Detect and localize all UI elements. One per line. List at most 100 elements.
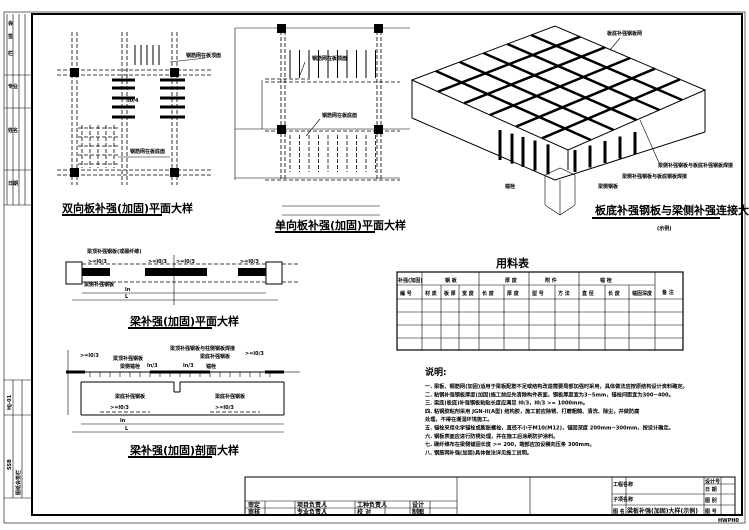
strip-ref: HJ-01 xyxy=(7,394,13,410)
note-item: 处理，不得在潮湿环境施工。 xyxy=(424,415,492,423)
note-item: 六. 钢板表面应进行防锈处理，并在施工后涂刷防护涂料。 xyxy=(425,432,558,440)
dim-label: ln/3 xyxy=(147,363,158,369)
table-subheader: 长 度 xyxy=(608,290,621,297)
sign-label: 审定 xyxy=(248,501,260,509)
table-header: 厚 度 xyxy=(505,277,518,284)
dim-label: >=l0/3 xyxy=(176,259,195,265)
drawing-title: 板底补强钢板与梁侧补强连接大样 xyxy=(595,203,749,217)
strip-bottom-label: 图纸会签栏 xyxy=(15,470,22,495)
sign-label: 设计 xyxy=(412,501,424,509)
table-subheader: 厚 度 xyxy=(507,290,520,297)
sign-label: 审核 xyxy=(248,508,260,516)
table-subheader: 锚固深度 xyxy=(632,290,653,297)
drawing-label: 图 名 xyxy=(613,508,625,515)
table-subheader: 材 质 xyxy=(425,290,437,297)
project-label: 工程名称 xyxy=(613,481,633,488)
callout-mesh-top: 钢筋网在板顶面 xyxy=(312,55,347,62)
dim-label: >=l0/3 xyxy=(110,405,129,411)
note-item: 八. 钢筋网补强(加固)具体做法详见施工说明。 xyxy=(424,448,532,456)
callout-bolt: 锚栓 xyxy=(505,183,515,190)
drawing-name: 梁板补强(加固)大样(示例) xyxy=(627,507,698,515)
span-label: L xyxy=(125,294,129,300)
callout-top-plate: 梁顶补强钢板(或碳纤维) xyxy=(86,248,142,255)
outer-frame xyxy=(3,11,746,524)
callout: 梁底补强钢板 xyxy=(114,393,146,400)
note-item: 一. 梁板、钢筋网(加固)适用于梁板配筋不足或结构改造需要局部加强时采用，具体做… xyxy=(425,382,688,390)
beam-plan-detail: >=l0/3 >=l0/3 >=l0/3 >=l0/3 ln L 梁顶补强钢板(… xyxy=(65,248,300,329)
table-subheader: 型 号 xyxy=(532,290,544,297)
notes-heading: 说明: xyxy=(425,366,447,378)
slab-beam-connection-detail: 板底补强钢板网 梁侧补强钢板与板底补强钢板焊接 梁侧补强钢板与板底钢板焊接 锚栓… xyxy=(410,25,749,232)
sign-label: 校 对 xyxy=(357,508,371,516)
callout-mesh-top: 钢筋网在板顶面 xyxy=(186,52,221,59)
footer-code: HWPH0 xyxy=(718,518,740,524)
drawing-title: 单向板补强(加固)平面大样 xyxy=(275,218,406,232)
callout: 锚栓 xyxy=(206,363,216,370)
one-way-slab-detail: 钢筋网在板顶面 钢筋网在板底面 单向板补强(加固)平面大样 xyxy=(234,24,410,233)
inner-frame xyxy=(31,13,743,516)
callout-mesh-bottom: 钢筋网在板底面 xyxy=(322,112,357,119)
table-header: 备 注 xyxy=(661,289,674,296)
strip-label: 签 xyxy=(7,33,14,40)
table-header: 钢 板 xyxy=(445,277,458,284)
callout-side-plate: 梁侧补强钢板 xyxy=(83,281,115,288)
table-title: 用料表 xyxy=(496,256,530,270)
sign-label: 专业负责人 xyxy=(297,508,328,516)
callout: 梁底补强钢板 xyxy=(214,393,246,400)
drawing-title: 梁补强(加固)平面大样 xyxy=(129,314,239,328)
sheet-label: 图 别 xyxy=(705,497,717,504)
strip-label: 会 xyxy=(7,20,13,27)
drawing-no-label: 图 号 xyxy=(705,508,717,515)
title-block: 审定 审核 项目负责人 专业负责人 工种负责人 校 对 设计 制图 工程名称 子… xyxy=(244,476,740,524)
note-item: 四. 粘钢胶粘剂采用 JGN-II(A型) 结构胶，施工前应除锈、打磨粗糙、清洗… xyxy=(425,407,640,415)
callout-mesh-bottom: 钢筋网在板底面 xyxy=(130,148,165,155)
left-signoff-strip: 会 签 栏 专业 姓名 日期 HJ-01 SSB 图纸会签栏 xyxy=(4,14,32,499)
callout: 梁顶补强钢板 xyxy=(112,355,144,362)
sign-label: 工种负责人 xyxy=(357,501,388,509)
dim-label: >=l0/3 xyxy=(88,259,107,265)
notes-section: 说明: 一. 梁板、钢筋网(加固)适用于梁板配筋不足或结构改造需要局部加强时采用… xyxy=(424,366,688,456)
dim-label: >=l0/3 xyxy=(80,353,99,359)
strip-label: 栏 xyxy=(8,50,13,57)
drawing-title: 双向板补强(加固)平面大样 xyxy=(62,201,193,215)
dim-label: l0/4 xyxy=(128,98,139,104)
note-item: 二. 粘钢补强钢板厚度(加固)施工前应先清除构件表面，钢板厚度宜为3~5mm，锚… xyxy=(425,390,674,398)
note-item: 三. 梁底(板底)补强钢板粘贴长度应满足 l0/3，l0/3 >= 1000mm… xyxy=(425,399,588,407)
dim-label: ln/3 xyxy=(183,363,194,369)
callout: 梁侧锚栓 xyxy=(119,363,140,370)
table-subheader: 长 度 xyxy=(482,290,495,297)
table-subheader: 方 法 xyxy=(558,290,570,297)
strip-code: SSB xyxy=(7,459,13,470)
design-no-label: 设计号 xyxy=(705,478,720,485)
table-header: 附 件 xyxy=(545,277,557,284)
steel-strip xyxy=(541,78,681,140)
note-item: 五. 锚栓采用化学锚栓或膨胀螺栓，直径不小于M10(M12)，锚固深度 200m… xyxy=(425,424,674,432)
beam-section-detail: >=l0/3 ln/3 ln/3 >=l0/3 >=l0/3 >=l0/3 ln… xyxy=(66,345,300,458)
callout: 梁顶补强钢板与柱侧钢板焊接 xyxy=(169,345,235,352)
two-way-slab-detail: 钢筋网在板顶面 钢筋网在板底面 l0/4 双向板补强(加固)平面大样 xyxy=(57,32,221,216)
date-label: 日 期 xyxy=(705,486,717,493)
note-item: 七. 碳纤维布在梁侧锚固长度 >= 200，端部应加设横向压条 300mm。 xyxy=(425,440,595,448)
sign-label: 制图 xyxy=(412,508,424,516)
sign-label: 项目负责人 xyxy=(297,501,328,509)
strip-label: 姓名 xyxy=(7,127,18,134)
dim-label: >=l0/3 xyxy=(240,259,259,265)
strip-label: 专业 xyxy=(8,83,18,90)
subproject-label: 子项名称 xyxy=(613,496,633,503)
callout-weld-1: 梁侧补强钢板与板底补强钢板焊接 xyxy=(657,162,733,169)
dim-label: >=l0/3 xyxy=(148,259,167,265)
drawing-subtitle: (示例) xyxy=(657,225,672,232)
span-label: L xyxy=(125,426,129,432)
drawing-title: 梁补强(加固)剖面大样 xyxy=(129,443,239,457)
dim-label: >=l0/3 xyxy=(245,351,264,357)
strip-label: 日期 xyxy=(8,180,18,187)
table-subheader: 宽 度 xyxy=(461,290,475,297)
table-subheader: 直 径 xyxy=(582,290,594,297)
table-header: 锚 栓 xyxy=(600,277,612,284)
dim-label: >=l0/3 xyxy=(215,405,234,411)
net-span-label: ln xyxy=(120,418,126,424)
table-subheader: 编 号 xyxy=(400,290,412,297)
net-span-label: ln xyxy=(125,287,131,293)
